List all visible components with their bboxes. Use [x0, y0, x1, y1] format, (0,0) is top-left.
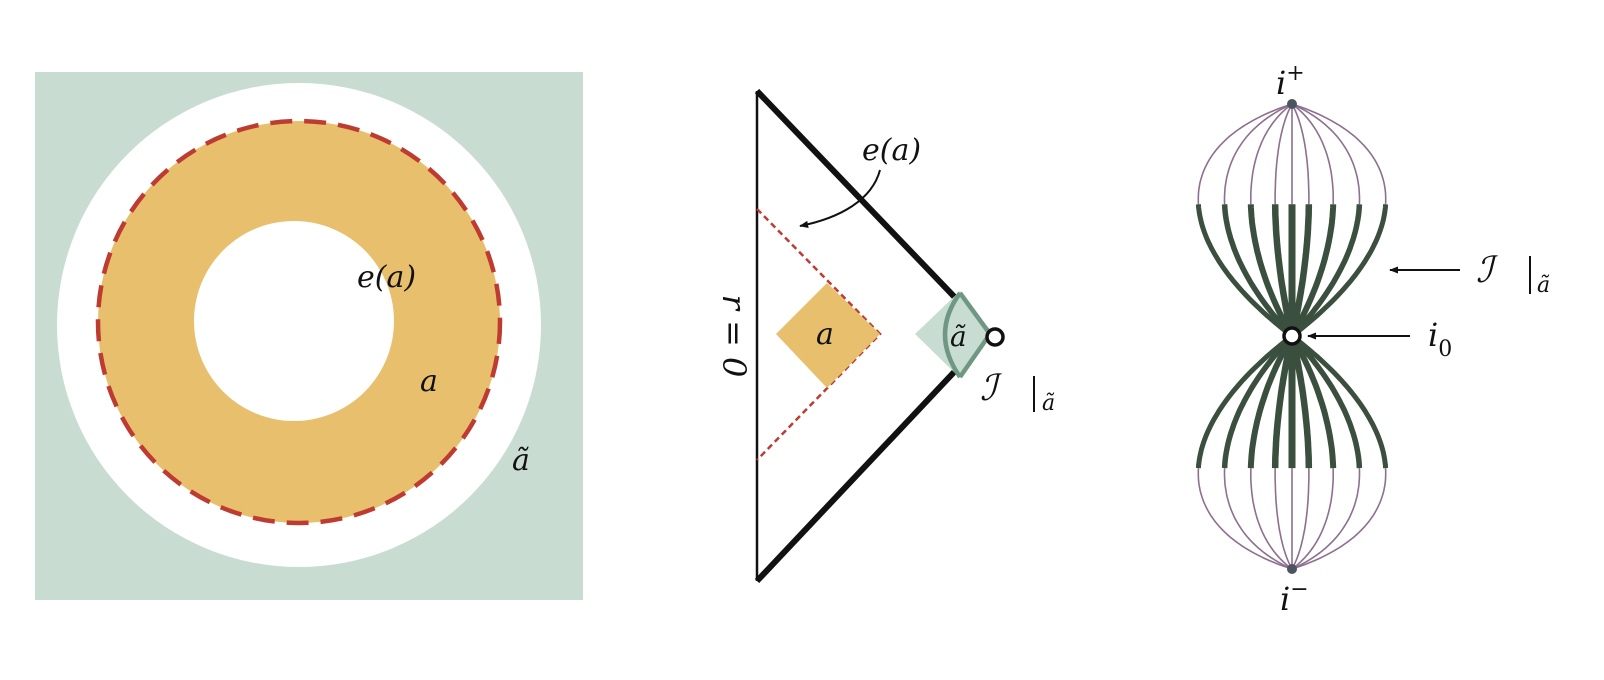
scri-label-right: ℐ [1476, 250, 1499, 291]
null-geodesic-lower-thick [1247, 334, 1295, 469]
region-label-middle: a [816, 317, 834, 352]
spatial-infinity-symbol: i [1428, 316, 1438, 354]
null-geodesic-upper-thin [1274, 103, 1293, 205]
null-geodesic-lower-thin [1291, 468, 1334, 570]
inner-white-disc [194, 221, 394, 421]
past-timelike-infinity-point [1287, 564, 1297, 574]
left-panel: e(a) a ã [35, 72, 583, 600]
spatial-infinity-point [1282, 326, 1302, 346]
complement-arc [942, 291, 962, 379]
region-complement-diamond [915, 291, 990, 378]
null-geodesic-lower-thick [1195, 334, 1294, 469]
null-geodesic-lower-thin [1291, 468, 1361, 570]
null-geodesic-upper-thick [1195, 204, 1294, 338]
null-geodesic-upper-thin [1291, 103, 1387, 205]
spatial-infinity-sub: 0 [1438, 337, 1452, 362]
complement-edge-bottom [958, 332, 992, 379]
null-geodesic-upper-thin [1197, 103, 1293, 205]
null-geodesic-upper-thin [1291, 103, 1310, 205]
null-geodesic-upper-thin [1250, 103, 1293, 205]
null-geodesic-upper-thick [1288, 204, 1313, 337]
middle-panel: r = 0 e(a) a ã ℐ ã [715, 88, 1055, 584]
null-geodesic-upper-thick [1289, 204, 1363, 338]
scri-subscript-right: ã [1537, 273, 1550, 298]
scri-subscript-middle: ã [1042, 391, 1055, 416]
null-geodesic-lower-thin [1274, 468, 1293, 570]
boundary-label: e(a) [357, 260, 416, 295]
right-panel: i+ i− ℐ ã i0 [1195, 61, 1550, 618]
complement-edge-top [958, 291, 992, 336]
thick-strands [1195, 204, 1389, 469]
null-geodesic-lower-thick [1271, 335, 1296, 469]
null-geodesic-lower-thick [1221, 334, 1295, 469]
null-geodesic-upper-thick [1290, 204, 1389, 338]
null-geodesic-lower-thick [1288, 335, 1313, 469]
null-geodesic-upper-thin [1291, 103, 1334, 205]
axis-label: r = 0 [715, 295, 753, 378]
past-infinity-symbol: i [1280, 580, 1290, 618]
region-label: a [420, 364, 438, 399]
boundary-pointer-arrow [799, 169, 881, 228]
null-geodesic-lower-thin [1197, 468, 1293, 570]
complement-label: ã [512, 443, 530, 478]
region-a-diamond [776, 283, 880, 388]
null-geodesic-upper-thin [1291, 103, 1361, 205]
null-geodesic-lower-thick [1290, 334, 1389, 469]
spatial-infinity-marker [985, 327, 1005, 347]
past-null-boundary [754, 331, 993, 584]
future-timelike-infinity-point [1287, 99, 1297, 109]
spatial-infinity-label: i0 [1428, 316, 1452, 362]
thin-strands [1197, 103, 1387, 570]
boundary-label-middle: e(a) [862, 133, 921, 168]
null-geodesic-upper-thick [1271, 204, 1296, 337]
null-geodesic-lower-thin [1291, 468, 1387, 570]
future-infinity-label: i+ [1276, 61, 1305, 102]
null-geodesic-upper-thick [1247, 204, 1295, 338]
null-geodesic-lower-thin [1250, 468, 1293, 570]
null-geodesic-lower-thin [1291, 468, 1310, 570]
future-infinity-sup: + [1286, 61, 1304, 86]
complement-label-middle: ã [950, 320, 967, 353]
null-geodesic-upper-thin [1223, 103, 1293, 205]
entanglement-wedge-boundary [95, 118, 503, 526]
null-geodesic-lower-thin [1223, 468, 1293, 570]
past-infinity-sup: − [1290, 577, 1308, 602]
null-geodesic-lower-thick [1289, 334, 1337, 469]
null-geodesic-upper-thick [1221, 204, 1295, 338]
null-geodesic-lower-thick [1289, 334, 1363, 469]
null-geodesic-upper-thick [1289, 204, 1337, 338]
future-infinity-symbol: i [1276, 64, 1286, 102]
future-null-boundary [754, 88, 993, 337]
past-infinity-label: i− [1280, 577, 1309, 618]
scri-label-middle: ℐ [980, 368, 1003, 409]
